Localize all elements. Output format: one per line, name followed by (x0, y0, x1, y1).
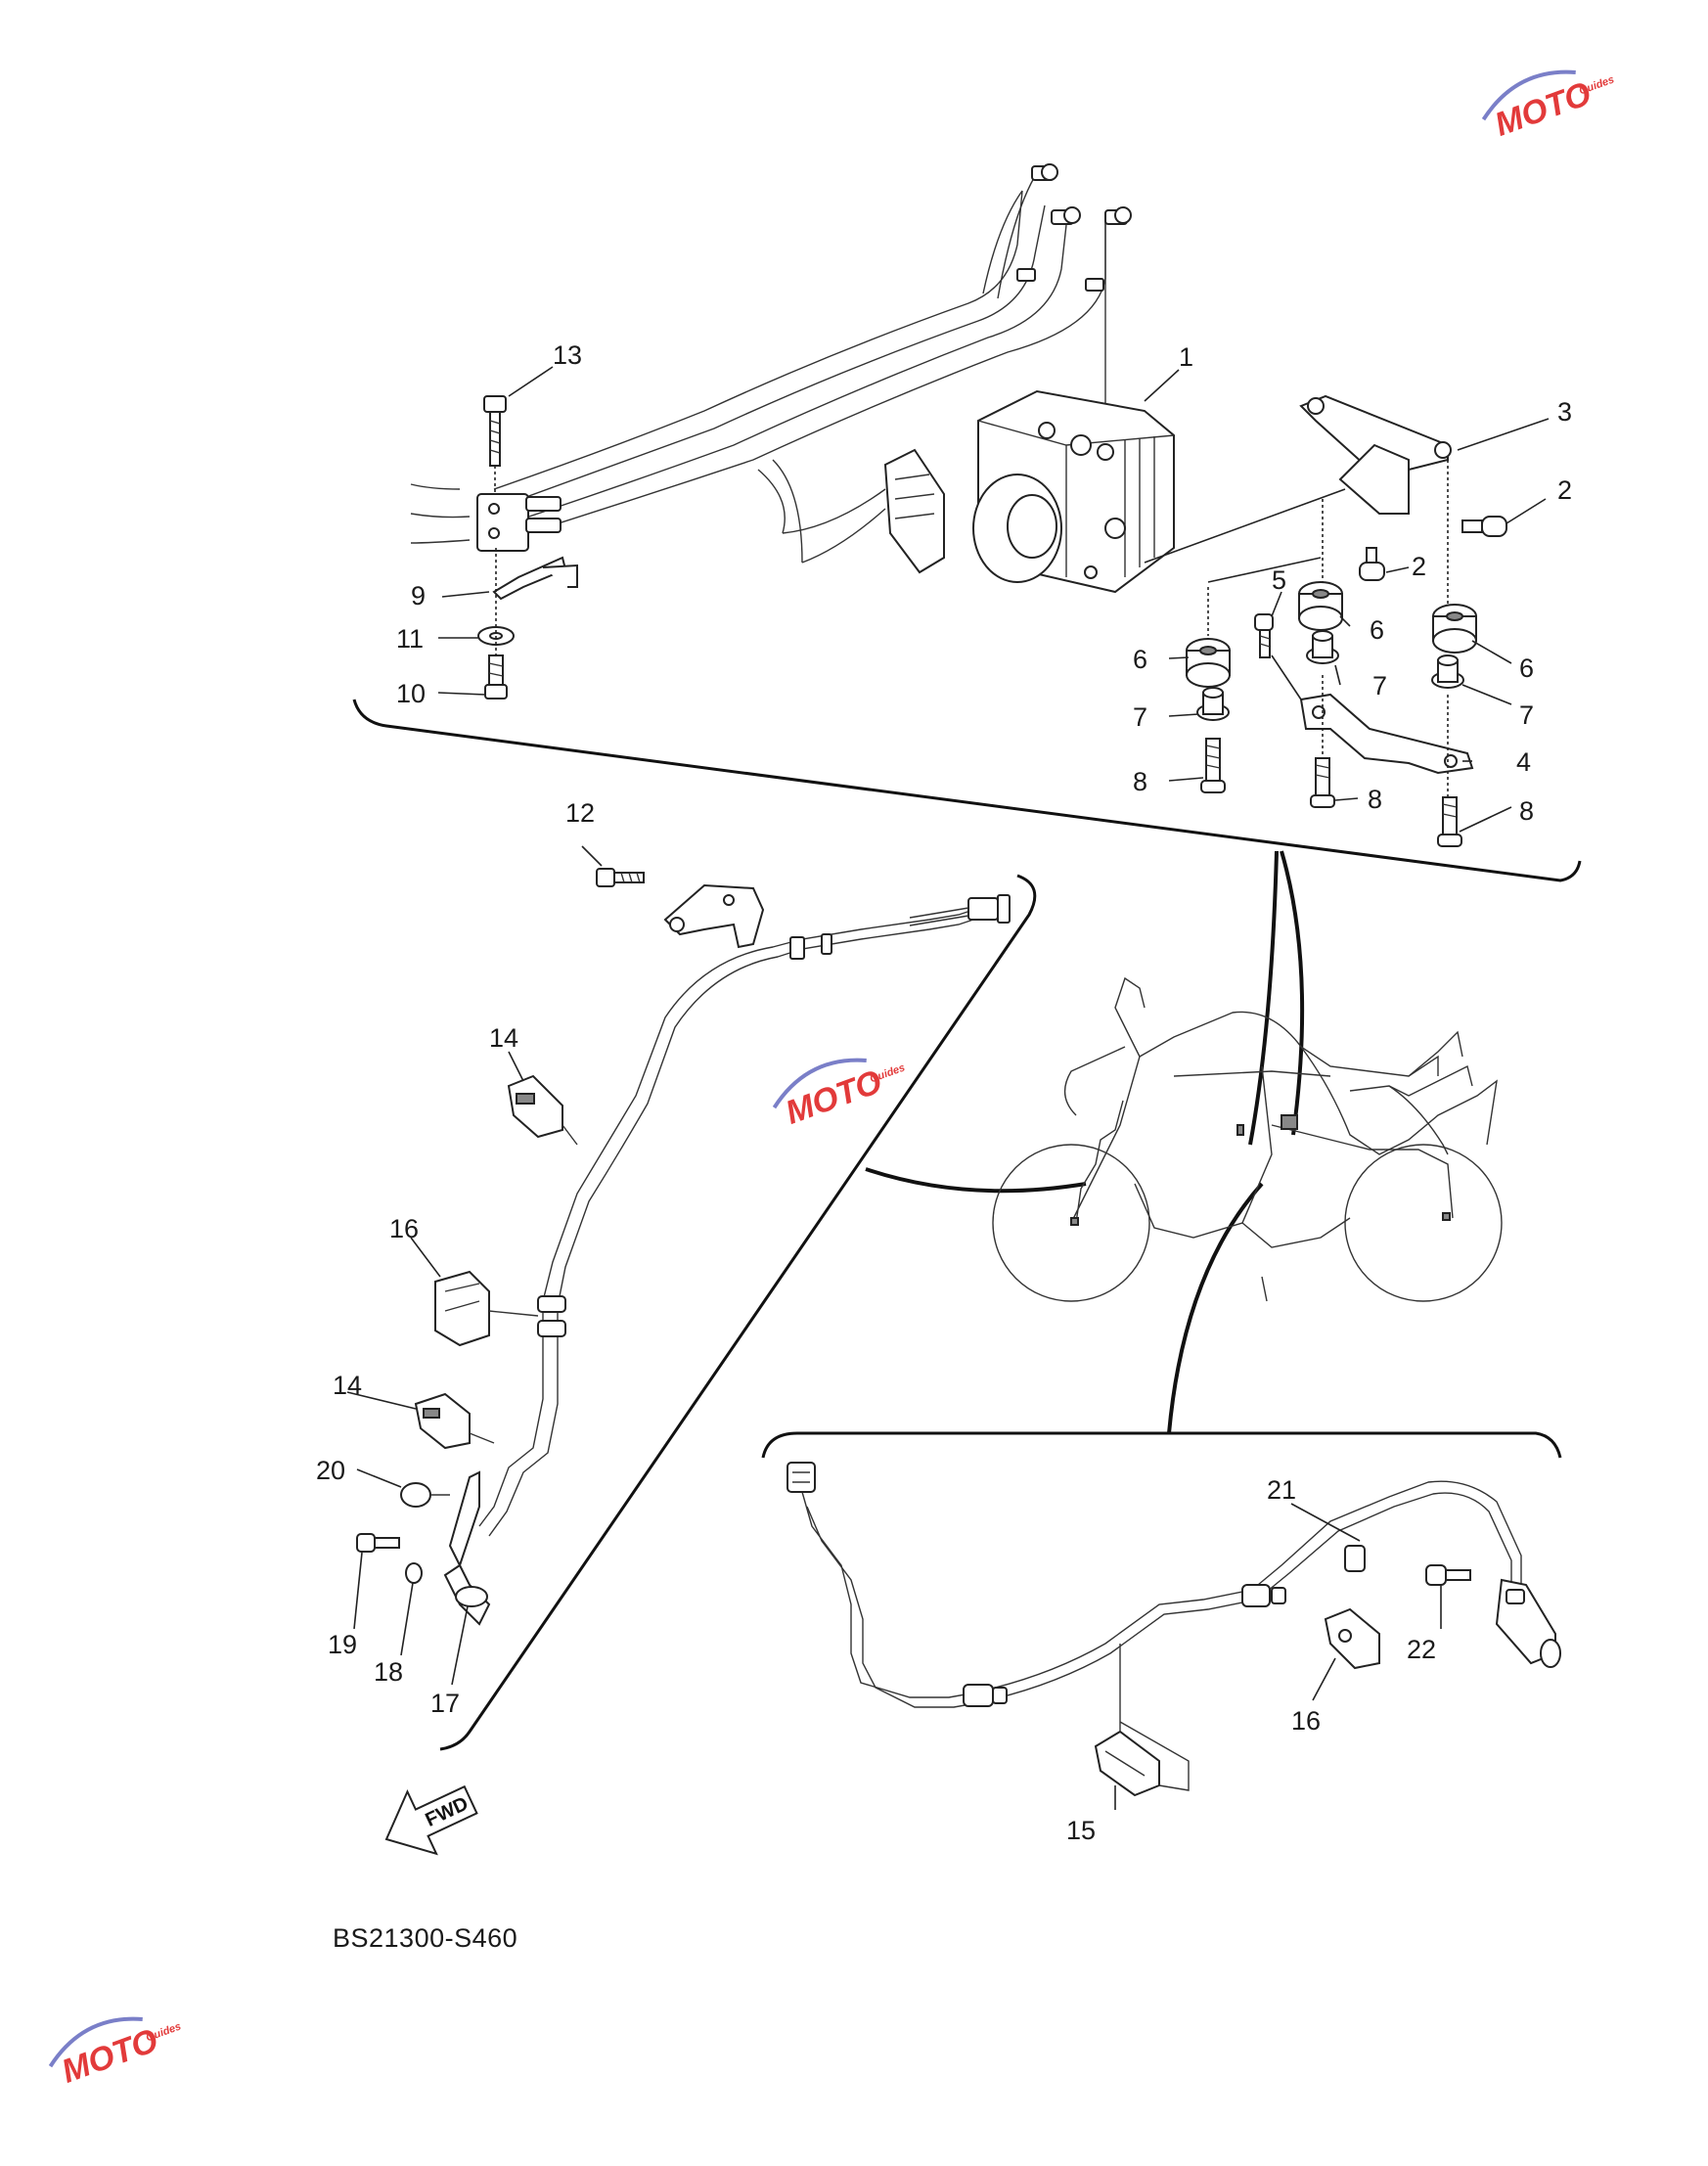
callout-21: 21 (1267, 1475, 1296, 1505)
callout-20: 20 (316, 1456, 345, 1485)
callout-19: 19 (328, 1630, 357, 1659)
bolt-10 (484, 654, 508, 699)
clamp-14-lower (414, 1392, 495, 1450)
rear-wheel-sensor (1495, 1578, 1561, 1668)
motorcycle-silhouette (992, 976, 1503, 1302)
bolt-2-upper (1461, 516, 1507, 537)
bottom-section-frame (761, 1431, 1562, 1459)
bolt-5 (1254, 613, 1274, 658)
callout-7: 7 (1372, 671, 1387, 700)
callout-18: 18 (374, 1657, 403, 1687)
sensor-bracket (663, 883, 765, 949)
bracket-9 (492, 556, 578, 601)
collar-7-left (1196, 687, 1230, 721)
abs-connector (757, 448, 945, 574)
bolt-8-left (1200, 738, 1226, 793)
callout-14: 14 (489, 1023, 518, 1053)
callout-14: 14 (333, 1371, 362, 1400)
damper-6-center (1298, 581, 1343, 631)
damper-6-left (1186, 638, 1231, 688)
callout-7: 7 (1133, 702, 1147, 732)
bolt-8-right (1437, 796, 1462, 847)
washer-18 (405, 1562, 423, 1584)
middle-section-frame (439, 874, 1037, 1751)
callout-6: 6 (1519, 654, 1534, 683)
top-section-frame (352, 699, 1582, 882)
callout-6: 6 (1370, 615, 1384, 645)
rear-sensor-harness (787, 1462, 1522, 1708)
collar-7-center (1306, 630, 1339, 664)
leader-rear-sensor (1167, 1182, 1264, 1434)
callout-10: 10 (396, 679, 426, 708)
bolt-2-lower (1359, 547, 1385, 581)
leader-front-sensor (865, 1167, 1087, 1194)
bolt-22 (1425, 1564, 1471, 1586)
hose-fittings (1016, 163, 1132, 292)
callout-leaders (346, 366, 1550, 1810)
diagram-code: BS21300-S460 (333, 1923, 517, 1953)
callout-2: 2 (1557, 475, 1572, 505)
callout-8: 8 (1133, 767, 1147, 796)
callout-7: 7 (1519, 700, 1534, 730)
callout-6: 6 (1133, 645, 1147, 674)
callout-2: 2 (1412, 552, 1426, 581)
fwd-arrow-icon: FWD (384, 1784, 478, 1856)
callout-1: 1 (1179, 342, 1193, 372)
callout-5: 5 (1272, 565, 1286, 595)
leader-abs-unit (1248, 850, 1279, 1146)
grommet-20 (400, 1482, 450, 1508)
leader-abs-unit-2 (1280, 850, 1305, 1136)
clamp-15 (1094, 1644, 1190, 1797)
bolt-19 (356, 1533, 400, 1553)
watermark-top-right: MOTO Guides (1481, 69, 1616, 144)
watermark-bottom-left: MOTO Guides (48, 2016, 183, 2091)
bolt-8-center (1310, 757, 1335, 808)
damper-6-right (1432, 604, 1477, 654)
abs-hydraulic-unit (972, 389, 1175, 594)
brake-line-joint-block (476, 493, 562, 552)
callout-13: 13 (553, 340, 582, 370)
callout-8: 8 (1519, 796, 1534, 826)
callout-12: 12 (565, 798, 595, 828)
front-wheel-sensor (443, 1470, 491, 1626)
bolt-12 (596, 868, 645, 887)
bracket-3 (1299, 394, 1452, 515)
clamp-16-front (434, 1270, 539, 1347)
callout-11: 11 (396, 624, 424, 654)
clamp-16-rear (1324, 1607, 1380, 1670)
callout-3: 3 (1557, 397, 1572, 427)
front-sensor-harness (478, 894, 1011, 1537)
assembly-axes (1207, 460, 1449, 797)
callout-16: 16 (1291, 1706, 1321, 1736)
clamp-14-upper (507, 1074, 578, 1146)
callout-8: 8 (1368, 785, 1382, 814)
callout-17: 17 (430, 1689, 460, 1718)
brake-hoses (410, 175, 1106, 544)
callout-16: 16 (389, 1214, 419, 1243)
callout-9: 9 (411, 581, 426, 610)
bolt-13 (483, 395, 507, 494)
watermark-center: MOTO Guides (772, 1058, 907, 1132)
callout-15: 15 (1066, 1816, 1096, 1845)
collar-7-right (1431, 654, 1464, 689)
leader-abs-to-bracket (1144, 488, 1346, 564)
callout-labels: 1 2 2 3 4 5 6 6 6 7 7 7 8 8 8 9 10 11 12… (316, 340, 1572, 1845)
callout-4: 4 (1516, 747, 1531, 777)
callout-22: 22 (1407, 1635, 1436, 1664)
